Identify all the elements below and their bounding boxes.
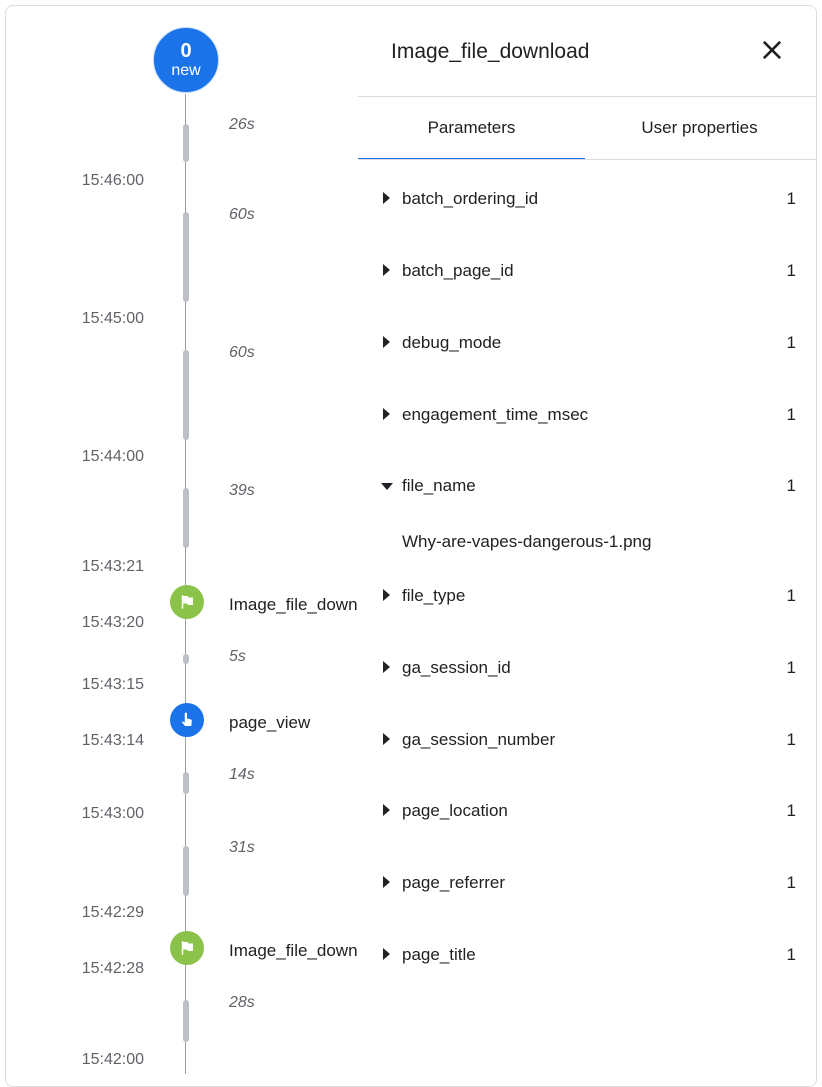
expand-arrow-icon xyxy=(383,661,390,673)
tab-parameters[interactable]: Parameters xyxy=(358,97,585,160)
details-tabs: Parameters User properties xyxy=(358,97,816,160)
param-count: 1 xyxy=(786,945,796,964)
param-name: debug_mode xyxy=(402,333,502,352)
timestamp: 15:46:00 xyxy=(81,172,144,189)
event-timeline: 0 new 26s 15:46:00 60s 15:45:00 60s 15:4… xyxy=(6,6,363,1074)
expand-arrow-icon xyxy=(383,336,390,348)
debugview-card: 0 new 26s 15:46:00 60s 15:45:00 60s 15:4… xyxy=(5,5,817,1087)
new-events-count: 0 xyxy=(180,40,192,62)
page-view-event-icon[interactable] xyxy=(170,703,204,737)
param-count: 1 xyxy=(786,658,796,677)
param-count: 1 xyxy=(786,189,796,208)
duration-label: 28s xyxy=(229,994,255,1011)
duration-label: 60s xyxy=(229,344,255,361)
param-name: batch_ordering_id xyxy=(402,189,539,208)
param-name: ga_session_id xyxy=(402,658,511,677)
param-name: batch_page_id xyxy=(402,261,514,280)
param-row-page-title[interactable]: page_title 1 xyxy=(358,936,816,976)
timeline-segment xyxy=(183,654,189,664)
timeline-segment xyxy=(183,772,189,794)
timestamp: 15:43:21 xyxy=(81,558,144,575)
timeline-segment xyxy=(183,846,189,896)
conversion-event-icon[interactable] xyxy=(170,931,204,965)
timestamp: 15:42:29 xyxy=(81,904,144,921)
close-icon xyxy=(762,40,782,60)
duration-label: 39s xyxy=(229,482,255,499)
param-name: page_referrer xyxy=(402,873,506,892)
duration-label: 60s xyxy=(229,206,255,223)
divider xyxy=(358,96,816,97)
param-name: page_title xyxy=(402,945,476,964)
param-name: page_location xyxy=(402,801,508,820)
flag-icon xyxy=(181,595,193,609)
expand-arrow-icon xyxy=(383,733,390,745)
param-name: engagement_time_msec xyxy=(402,405,589,424)
param-name: ga_session_number xyxy=(402,730,556,749)
expand-arrow-icon xyxy=(383,408,390,420)
timestamp: 15:45:00 xyxy=(81,310,144,327)
event-details-panel: Image_file_download Parameters User prop… xyxy=(358,6,816,1086)
new-events-label: new xyxy=(171,62,201,79)
panel-title: Image_file_download xyxy=(391,40,590,63)
param-row-file-name[interactable]: file_name 1 xyxy=(358,467,816,507)
param-row-debug-mode[interactable]: debug_mode 1 xyxy=(358,324,816,364)
expand-arrow-icon xyxy=(383,589,390,601)
expand-arrow-icon xyxy=(383,264,390,276)
timeline-segment xyxy=(183,350,189,440)
timestamp: 15:43:15 xyxy=(81,676,144,693)
param-count: 1 xyxy=(786,730,796,749)
timeline-segment xyxy=(183,212,189,302)
flag-icon xyxy=(181,941,193,955)
param-count: 1 xyxy=(786,873,796,892)
timestamp: 15:43:20 xyxy=(81,614,144,631)
param-row-ga-session-number[interactable]: ga_session_number 1 xyxy=(358,721,816,761)
expand-arrow-icon xyxy=(383,804,390,816)
timeline-axis xyxy=(185,94,186,1074)
param-count: 1 xyxy=(786,586,796,605)
param-count: 1 xyxy=(786,333,796,352)
param-row-page-referrer[interactable]: page_referrer 1 xyxy=(358,864,816,904)
expand-arrow-icon xyxy=(383,876,390,888)
param-row-ga-session-id[interactable]: ga_session_id 1 xyxy=(358,649,816,689)
param-count: 1 xyxy=(786,476,796,495)
expand-arrow-icon xyxy=(383,192,390,204)
param-value: Why-are-vapes-dangerous-1.png xyxy=(402,532,652,551)
timestamp: 15:43:00 xyxy=(81,805,144,822)
timestamp: 15:43:14 xyxy=(81,732,144,749)
param-row-file-type[interactable]: file_type 1 xyxy=(358,577,816,617)
conversion-event-icon[interactable] xyxy=(170,585,204,619)
param-row-page-location[interactable]: page_location 1 xyxy=(358,792,816,832)
param-row-batch-page-id[interactable]: batch_page_id 1 xyxy=(358,252,816,292)
event-label[interactable]: Image_file_down xyxy=(229,941,358,960)
new-events-badge[interactable]: 0 new xyxy=(153,27,219,93)
collapse-arrow-icon xyxy=(381,483,393,490)
param-name: file_name xyxy=(402,476,476,495)
tab-user-properties[interactable]: User properties xyxy=(641,118,758,137)
timestamp: 15:42:00 xyxy=(81,1051,144,1068)
timestamp: 15:44:00 xyxy=(81,448,144,465)
param-count: 1 xyxy=(786,261,796,280)
duration-label: 31s xyxy=(229,839,255,856)
touch-icon xyxy=(181,712,192,726)
event-label[interactable]: page_view xyxy=(229,713,311,732)
divider xyxy=(358,159,816,160)
param-row-batch-ordering-id[interactable]: batch_ordering_id 1 xyxy=(358,180,816,220)
duration-label: 26s xyxy=(229,116,255,133)
duration-label: 5s xyxy=(229,648,246,665)
timestamp: 15:42:28 xyxy=(81,960,144,977)
expand-arrow-icon xyxy=(383,948,390,960)
param-name: file_type xyxy=(402,586,466,605)
param-count: 1 xyxy=(786,405,796,424)
timeline-segment xyxy=(183,1000,189,1042)
timeline-segment xyxy=(183,124,189,162)
timeline-segment xyxy=(183,488,189,548)
param-row-engagement-time-msec[interactable]: engagement_time_msec 1 xyxy=(358,396,816,436)
event-label[interactable]: Image_file_down xyxy=(229,595,358,614)
duration-label: 14s xyxy=(229,766,255,783)
close-button[interactable] xyxy=(758,36,786,64)
param-count: 1 xyxy=(786,801,796,820)
